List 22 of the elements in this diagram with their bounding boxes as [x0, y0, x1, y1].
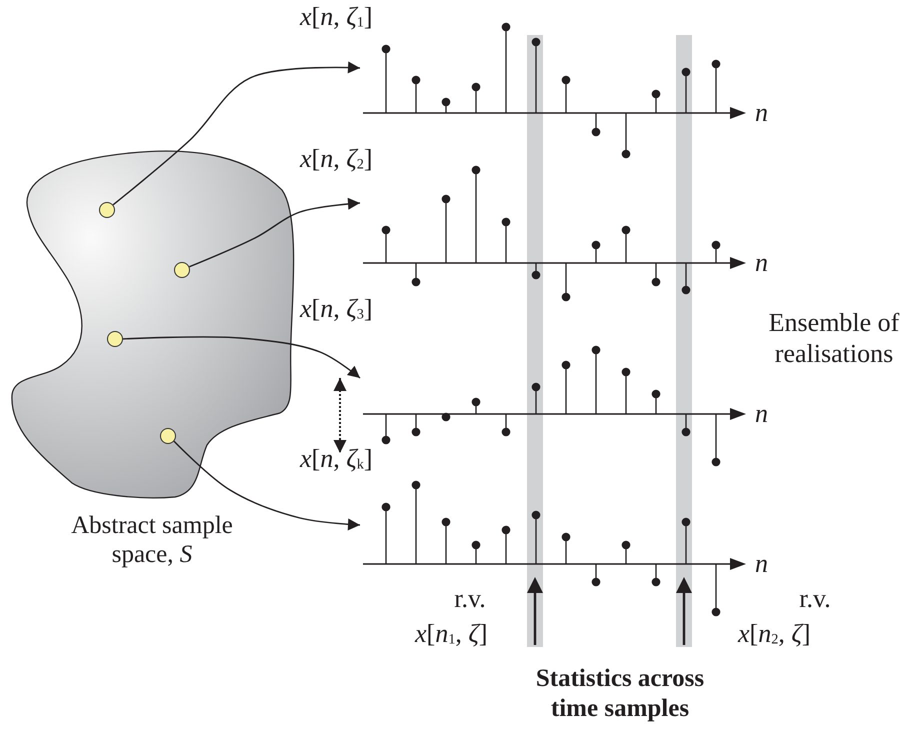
signal-label: x[n, ζ$_{k}$]: [300, 446, 373, 472]
axis-label: n: [755, 250, 768, 276]
arrow: [174, 440, 360, 530]
shaded-band: [676, 35, 692, 647]
random-variable-label: r.v.: [453, 586, 487, 612]
dotted-double-arrow: [334, 378, 346, 453]
axis-label: n: [755, 401, 768, 427]
axis-label: n: [755, 100, 768, 126]
signal-label: x[n, ζ$_{3}$]: [300, 296, 373, 322]
arrow: [122, 336, 360, 379]
arrow: [112, 61, 360, 206]
ensemble-caption: Ensemble of realisations: [768, 307, 900, 370]
random-variable-label: r.v.: [798, 586, 832, 612]
arrow: [189, 198, 360, 268]
region-caption: Abstract sample space, S: [70, 512, 234, 570]
statistics-caption: Statistics across time samples: [534, 664, 706, 724]
random-variable-label: x[n$_{2}$, ζ]: [738, 621, 811, 647]
shaded-band: [527, 35, 543, 647]
signal-label: x[n, ζ$_{1}$]: [300, 4, 373, 30]
axis-label: n: [755, 551, 768, 577]
signal-label: x[n, ζ$_{2}$]: [300, 146, 373, 172]
random-variable-label: x[n$_{1}$, ζ]: [415, 621, 488, 647]
